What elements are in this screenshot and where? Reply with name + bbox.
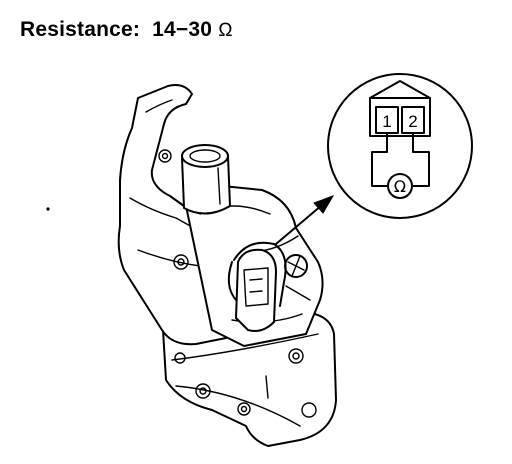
resistance-value: 14−30 <box>152 18 213 41</box>
resistance-label: Resistance: <box>20 18 141 41</box>
leader-arrow <box>275 195 335 245</box>
resistance-spec: Resistance: 14−30 Ω <box>20 18 233 42</box>
electrical-connector <box>227 241 287 332</box>
probe-lead-right <box>411 132 430 187</box>
ohmmeter-icon <box>387 173 413 199</box>
scan-speck <box>46 207 50 211</box>
connector-detail: 1 2 Ω <box>327 73 473 219</box>
terminal-2-label: 2 <box>408 112 417 131</box>
detail-circle <box>327 73 473 219</box>
ohmmeter-symbol: Ω <box>394 177 406 196</box>
component-illustration <box>117 84 337 447</box>
connector-key <box>369 80 431 99</box>
valve-pipe <box>181 144 231 215</box>
probe-lead-left <box>371 132 389 187</box>
terminal-1-label: 1 <box>382 112 391 131</box>
mounting-bolt <box>284 254 311 301</box>
resistance-unit: Ω <box>218 20 233 41</box>
connector-housing <box>369 97 431 137</box>
mounting-bracket-lower <box>162 311 337 447</box>
